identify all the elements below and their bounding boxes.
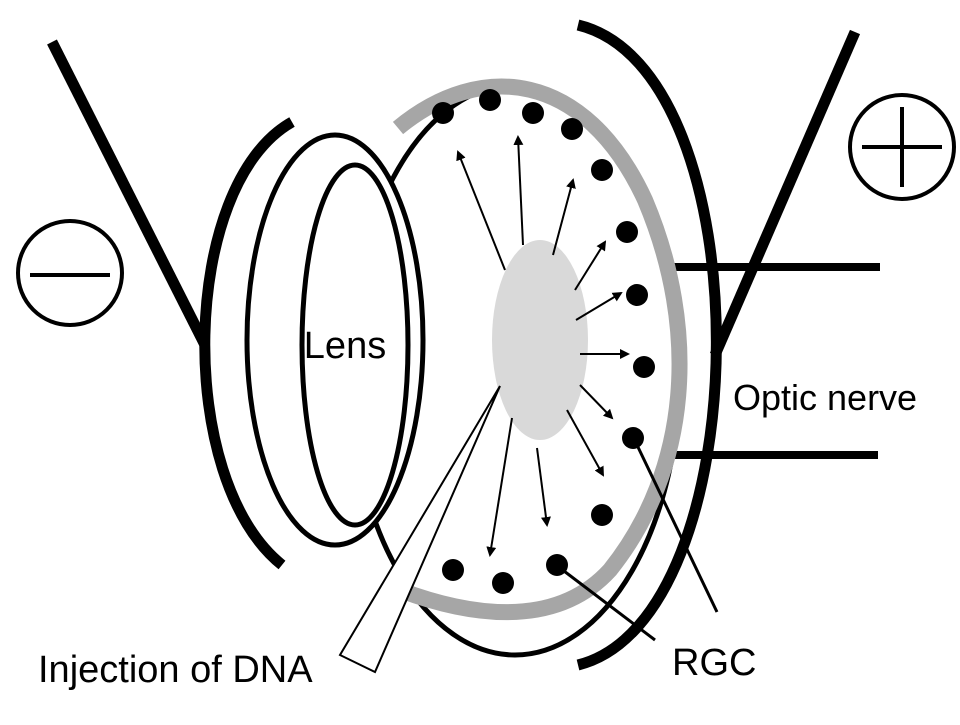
rgc-dot — [591, 504, 613, 526]
rgc-cells — [432, 89, 655, 594]
rgc-dot — [616, 221, 638, 243]
optic-nerve-label: Optic nerve — [733, 377, 917, 418]
injection-spot — [492, 240, 588, 440]
arrow — [486, 417, 513, 557]
rgc-dot — [626, 284, 648, 306]
electrode-leads — [47, 29, 861, 358]
retina-band — [392, 78, 688, 621]
rgc-dot — [591, 159, 613, 181]
rgc-leader-line — [559, 566, 656, 642]
rgc-label: RGC — [672, 642, 756, 684]
rgc-dot — [479, 89, 501, 111]
rgc-dot — [633, 356, 655, 378]
negative-terminal — [16, 219, 124, 327]
arrow — [579, 384, 614, 420]
optic-nerve — [672, 263, 880, 459]
rgc-dot — [432, 102, 454, 124]
positive-lead — [709, 29, 861, 358]
arrow — [574, 240, 607, 291]
rgc-dot — [442, 559, 464, 581]
rgc-dot — [561, 118, 583, 140]
arrow — [513, 135, 524, 246]
arrow — [536, 447, 551, 527]
rgc-dot — [492, 572, 514, 594]
injection-needle — [338, 385, 501, 674]
negative-lead — [47, 39, 210, 348]
arrow — [566, 409, 604, 477]
injection-label: Injection of DNA — [38, 649, 313, 691]
diffusion-arrows — [456, 135, 630, 557]
arrow — [575, 291, 623, 321]
rgc-leader-line — [635, 444, 719, 613]
anterior-segment — [244, 132, 426, 548]
rgc-leaders — [559, 444, 719, 642]
lens-shape — [299, 162, 411, 528]
arrow — [552, 178, 576, 256]
lens-label: Lens — [304, 325, 386, 367]
positive-terminal — [848, 93, 956, 201]
needle-shape — [338, 385, 501, 674]
rgc-dot — [522, 102, 544, 124]
arrow — [456, 150, 506, 271]
rgc-dot — [622, 427, 644, 449]
